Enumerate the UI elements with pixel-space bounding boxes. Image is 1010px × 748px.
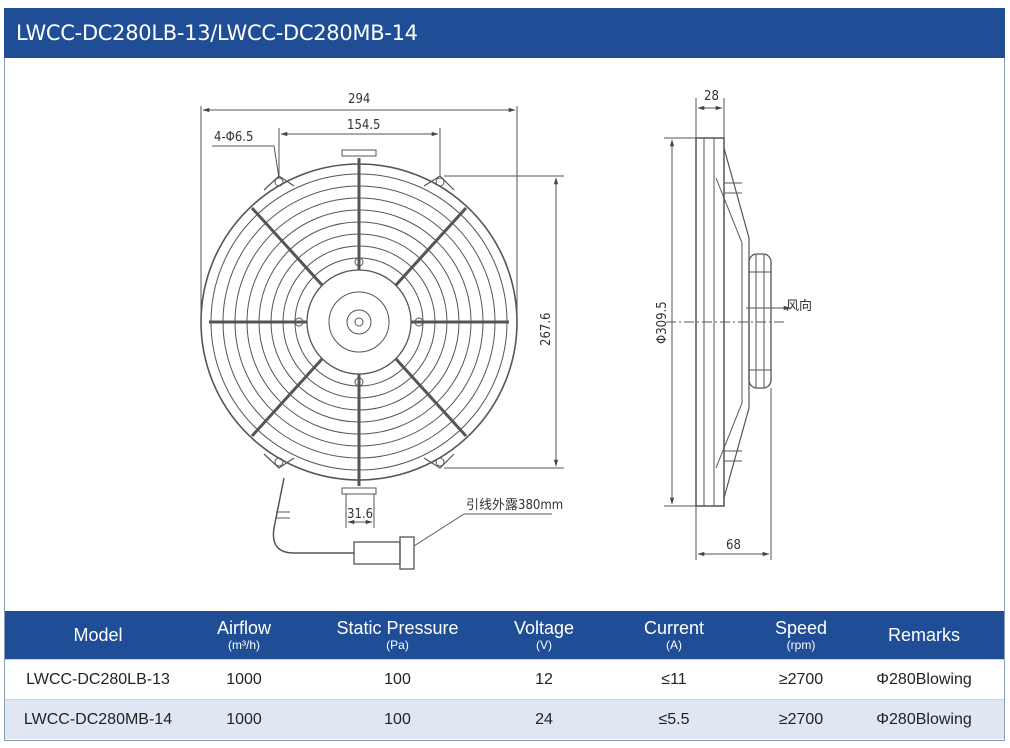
col-unit: (Pa) (386, 638, 409, 652)
front-view (200, 106, 564, 570)
col-label: Model (73, 625, 123, 645)
technical-drawing: 294 154.5 4-Φ6.5 267.6 31.6 引线外露380mm (4, 58, 1005, 610)
cell-remarks: Φ280Blowing (844, 699, 1004, 739)
col-label: Airflow (216, 618, 271, 638)
dim-lead-note: 引线外露380mm (466, 498, 563, 513)
col-unit: (rpm) (786, 638, 816, 652)
airflow-direction-label: 风向 (786, 298, 812, 314)
col-label: Remarks (887, 625, 960, 645)
cell-current: ≤5.5 (590, 699, 758, 739)
col-unit: (m³/h) (228, 638, 260, 652)
table-header-row: Model Airflow (m³/h) Static Pressure (Pa… (5, 611, 1004, 660)
dim-height: 267.6 (539, 313, 554, 346)
dim-hole-spacing: 154.5 (347, 118, 380, 133)
col-header-static-pressure: Static Pressure (Pa) (297, 611, 498, 660)
cell-static-pressure: 100 (297, 699, 498, 739)
cell-speed: ≥2700 (758, 659, 844, 700)
cell-voltage: 12 (498, 659, 590, 700)
col-header-remarks: Remarks (844, 611, 1004, 660)
page-title: LWCC-DC280LB-13/LWCC-DC280MB-14 (4, 8, 1005, 58)
dim-overall-width: 294 (348, 92, 370, 107)
dim-diameter: Φ309.5 (655, 301, 670, 344)
col-header-airflow: Airflow (m³/h) (191, 611, 297, 660)
col-header-voltage: Voltage (V) (498, 611, 590, 660)
spec-table: Model Airflow (m³/h) Static Pressure (Pa… (5, 611, 1004, 739)
side-view (664, 98, 791, 560)
col-label: Speed (774, 618, 828, 638)
table-row: LWCC-DC280MB-14 1000 100 24 ≤5.5 ≥2700 Φ… (5, 699, 1004, 739)
dim-connector-width: 31.6 (347, 507, 373, 522)
cell-airflow: 1000 (191, 659, 297, 700)
col-unit: (V) (536, 638, 552, 652)
col-header-model: Model (5, 611, 191, 660)
col-label: Voltage (513, 618, 575, 638)
col-label: Current (643, 618, 705, 638)
col-label: Static Pressure (336, 618, 459, 638)
cell-airflow: 1000 (191, 699, 297, 739)
cell-current: ≤11 (590, 659, 758, 700)
cell-model: LWCC-DC280LB-13 (5, 659, 191, 700)
cell-voltage: 24 (498, 699, 590, 739)
col-header-speed: Speed (rpm) (758, 611, 844, 660)
cell-remarks: Φ280Blowing (844, 659, 1004, 700)
cell-speed: ≥2700 (758, 699, 844, 739)
cell-model: LWCC-DC280MB-14 (5, 699, 191, 739)
col-header-current: Current (A) (590, 611, 758, 660)
col-unit: (A) (666, 638, 682, 652)
dim-depth-top: 28 (704, 89, 719, 104)
table-row: LWCC-DC280LB-13 1000 100 12 ≤11 ≥2700 Φ2… (5, 659, 1004, 700)
dim-depth-bottom: 68 (726, 538, 741, 553)
cell-static-pressure: 100 (297, 659, 498, 700)
dim-holes-note: 4-Φ6.5 (214, 130, 253, 145)
